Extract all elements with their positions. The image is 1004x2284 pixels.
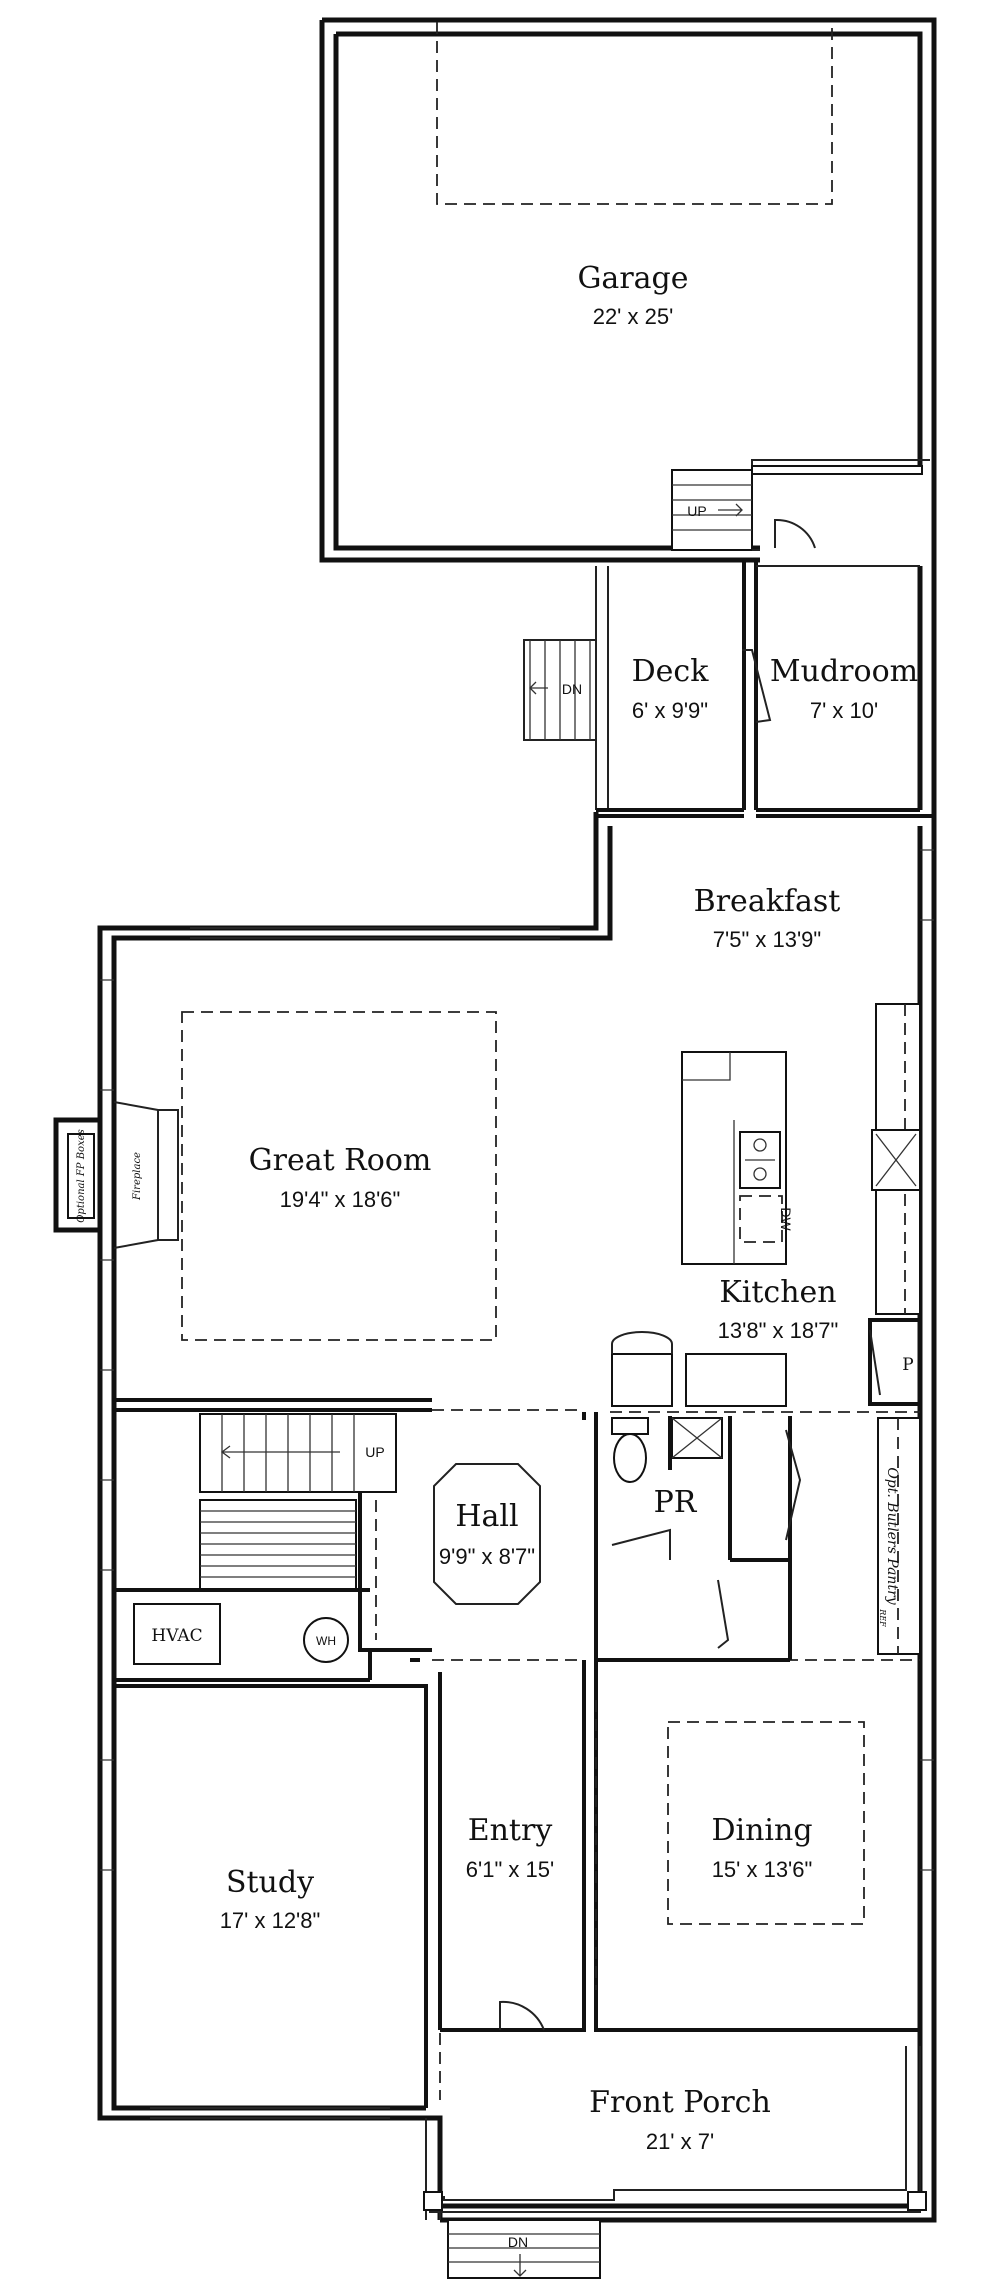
deck-dims: 6' x 9'9" <box>632 698 708 723</box>
ref-label: REF <box>878 1608 887 1627</box>
dining-rug <box>667 1721 865 1925</box>
porch-post-left <box>423 2191 443 2211</box>
toilet-bowl <box>613 1433 647 1483</box>
garage-name: Garage <box>577 261 688 296</box>
pantry-label: P <box>902 1355 913 1375</box>
entry-dims: 6'1" x 15' <box>466 1857 554 1882</box>
main-stair <box>199 1413 397 1493</box>
study-name: Study <box>226 1865 314 1900</box>
butlers-pantry-label: Opt. Butlers Pantry <box>884 1467 900 1605</box>
mudroom-name: Mudroom <box>770 654 918 689</box>
front-rooms: Entry 6'1" x 15' Dining 15' x 13'6" Stud… <box>114 1660 920 2108</box>
wh-label: WH <box>316 1634 336 1648</box>
dining-dims: 15' x 13'6" <box>712 1857 813 1882</box>
great-room-rug <box>181 1011 497 1341</box>
study-dims: 17' x 12'8" <box>220 1908 321 1933</box>
front-porch-area: DN Front Porch 21' x 7' <box>423 2046 927 2279</box>
front-porch-name: Front Porch <box>589 2085 771 2120</box>
kitchen-name: Kitchen <box>719 1275 836 1310</box>
entry-name: Entry <box>468 1813 553 1848</box>
fireplace-label: Fireplace <box>132 1152 143 1201</box>
dining-name: Dining <box>711 1813 812 1848</box>
kitchen-dims: 13'8" x 18'7" <box>718 1318 839 1343</box>
water-heater <box>303 1617 349 1663</box>
porch-post-right <box>907 2191 927 2211</box>
great-room-dims: 19'4" x 18'6" <box>280 1187 401 1212</box>
mudroom-dims: 7' x 10' <box>810 698 878 723</box>
porch-steps <box>447 2219 601 2279</box>
main-stair-up-label: UP <box>365 1444 384 1460</box>
garage-dims: 22' x 25' <box>593 304 674 329</box>
dishwasher-label: DW <box>778 1207 794 1231</box>
garage-door-outline <box>436 22 833 205</box>
fireplace-box <box>67 1133 95 1219</box>
deck-mudroom-area: DN Deck 6' x 9'9" Mudroom 7' x 10' <box>523 560 937 814</box>
breakfast-name: Breakfast <box>694 884 841 919</box>
deck-name: Deck <box>632 654 710 689</box>
pr-name: PR <box>654 1485 698 1520</box>
great-room-name: Great Room <box>249 1143 432 1178</box>
windows <box>100 849 934 2119</box>
hvac-label: HVAC <box>151 1626 202 1646</box>
garage-area: UP Garage 22' x 25' <box>319 17 937 563</box>
hall-name: Hall <box>455 1499 518 1534</box>
toilet-tank <box>611 1417 649 1435</box>
hvac-unit <box>133 1603 221 1665</box>
porch-stair-down-label: DN <box>508 2234 528 2250</box>
garage-stair-up-label: UP <box>687 503 706 519</box>
great-room-kitchen-area: Breakfast 7'5" x 13'9" Great Room 19'4" … <box>181 884 922 1407</box>
deck-stair-down-label: DN <box>562 681 582 697</box>
hall-dims: 9'9" x 8'7" <box>439 1544 535 1569</box>
hall-octagon-rug <box>433 1463 541 1605</box>
optional-fp-boxes-label: Optional FP Boxes <box>76 1129 87 1223</box>
front-porch-dims: 21' x 7' <box>646 2129 714 2154</box>
breakfast-dims: 7'5" x 13'9" <box>713 927 821 952</box>
hall-area: UP HVAC WH Hall 9'9" x 8'7" PR <box>114 1398 921 2100</box>
butlers-pantry-counter <box>877 1417 921 1655</box>
